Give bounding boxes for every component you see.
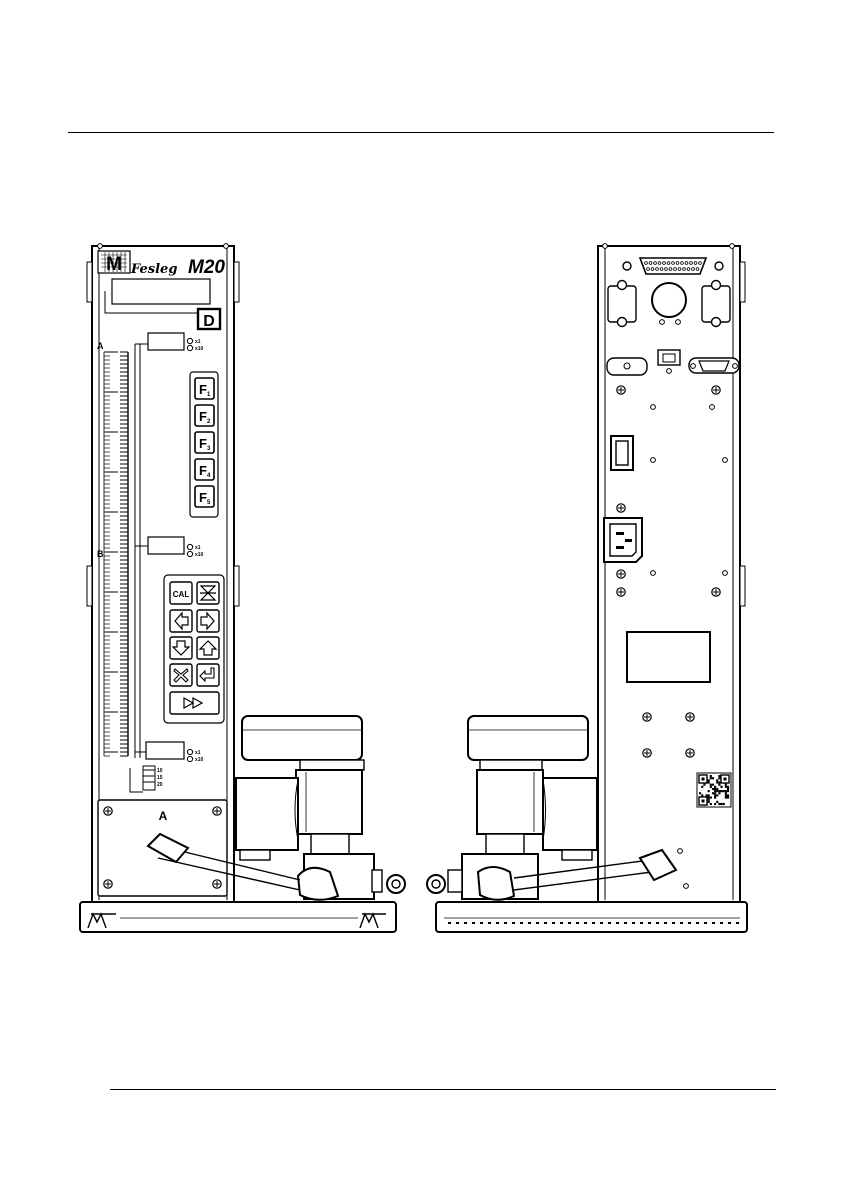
- sensor-plate-label: A: [159, 809, 168, 823]
- function-key-label: F: [199, 463, 207, 478]
- power-switch[interactable]: [611, 436, 633, 470]
- cancel-key[interactable]: [170, 664, 192, 686]
- rear-unit: [427, 244, 747, 932]
- range-label-2: 15: [157, 775, 163, 781]
- range-label-3: 20: [157, 782, 163, 788]
- rating-label-plate: [627, 632, 710, 682]
- function-key-label: F: [199, 490, 207, 505]
- led-b-x10: x10: [195, 552, 204, 558]
- brand-script: Fesleg: [130, 262, 177, 277]
- display-c: [146, 742, 184, 759]
- cable-gland-right: [702, 281, 730, 327]
- channel-d-label: D: [203, 313, 215, 330]
- led-a-x10: x10: [195, 346, 204, 352]
- enter-key[interactable]: [197, 664, 219, 686]
- scale-b-label: B: [97, 549, 104, 559]
- round-port: [652, 283, 686, 317]
- function-key-label: F: [199, 436, 207, 451]
- cable-gland-left: [608, 281, 636, 327]
- db9-connector: [689, 358, 739, 373]
- led-a-x1: x1: [195, 339, 201, 345]
- function-key-label: F: [199, 382, 207, 397]
- fast-forward-key[interactable]: [170, 692, 219, 714]
- display-b: [148, 537, 184, 554]
- main-display: [112, 279, 210, 304]
- front-base: [80, 902, 396, 932]
- arrow-down-key[interactable]: [170, 637, 192, 659]
- tare-key[interactable]: [197, 582, 219, 604]
- cal-key-label: CAL: [173, 590, 190, 599]
- model-label: M20: [188, 257, 225, 278]
- scale-a-label: A: [97, 341, 104, 351]
- brand-mark: M: [106, 254, 122, 275]
- range-label-1: 10: [157, 768, 163, 774]
- usb-port: [658, 350, 680, 365]
- led-c-x10: x10: [195, 757, 204, 763]
- rear-base: [436, 902, 747, 932]
- led-b-x1: x1: [195, 545, 201, 551]
- qr-code: [697, 773, 731, 807]
- cal-key[interactable]: CAL: [170, 582, 192, 604]
- led-c-x1: x1: [195, 750, 201, 756]
- display-a: [148, 333, 184, 350]
- front-unit: M Fesleg M20 D x1 x10 x1 x10 x1 x10 A B: [80, 244, 405, 932]
- arrow-up-key[interactable]: [197, 637, 219, 659]
- power-inlet: [604, 518, 642, 562]
- arrow-left-key[interactable]: [170, 610, 192, 632]
- function-key-label: F: [199, 409, 207, 424]
- arrow-right-key[interactable]: [197, 610, 219, 632]
- serial-port: [607, 358, 647, 375]
